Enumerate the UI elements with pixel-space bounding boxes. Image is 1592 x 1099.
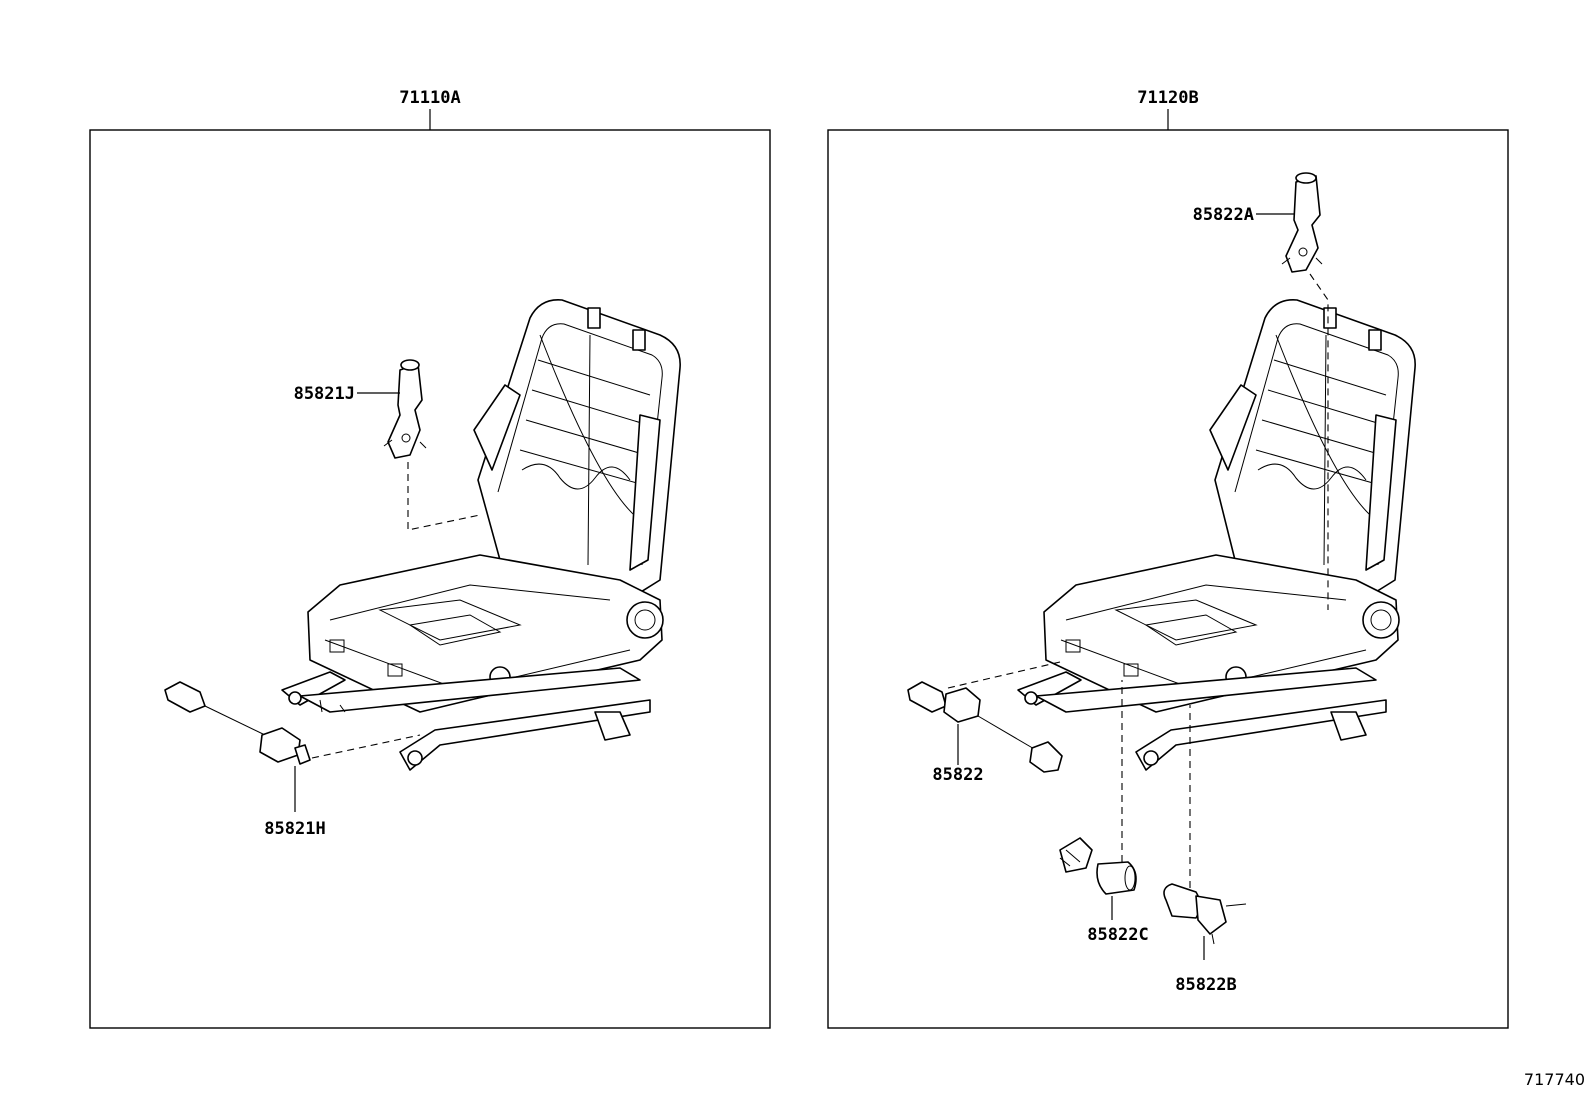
- part-85822A[interactable]: 85822A: [1193, 172, 1323, 273]
- part-85822[interactable]: 85822: [907, 681, 1063, 785]
- part-label-85822[interactable]: 85822: [932, 765, 983, 785]
- part-label-85821H[interactable]: 85821H: [264, 819, 325, 839]
- seat-frame-illustration-right: [1017, 299, 1416, 771]
- part-label-85822B[interactable]: 85822B: [1175, 975, 1236, 995]
- diagram-reference-number: 717740: [1524, 1070, 1585, 1089]
- part-85822B[interactable]: 85822B: [1163, 883, 1247, 995]
- assembly-left: 71110A: [89, 88, 771, 1029]
- dash-85821J: [407, 462, 481, 531]
- seat-frame-illustration-left: [281, 299, 681, 771]
- part-label-85821J[interactable]: 85821J: [294, 384, 355, 404]
- part-label-85822C[interactable]: 85822C: [1087, 925, 1148, 945]
- part-85821H[interactable]: 85821H: [164, 681, 326, 839]
- assembly-frame-left: [89, 129, 771, 1029]
- assembly-frame-right: [827, 129, 1509, 1029]
- dash-85821H: [311, 734, 421, 759]
- assembly-right: 71120B: [827, 88, 1509, 1029]
- assembly-label-left[interactable]: 71110A: [399, 88, 460, 108]
- part-label-85822A[interactable]: 85822A: [1193, 205, 1254, 225]
- assembly-label-right[interactable]: 71120B: [1137, 88, 1198, 108]
- part-85821J[interactable]: 85821J: [294, 359, 427, 459]
- part-85822C[interactable]: 85822C: [1059, 837, 1149, 945]
